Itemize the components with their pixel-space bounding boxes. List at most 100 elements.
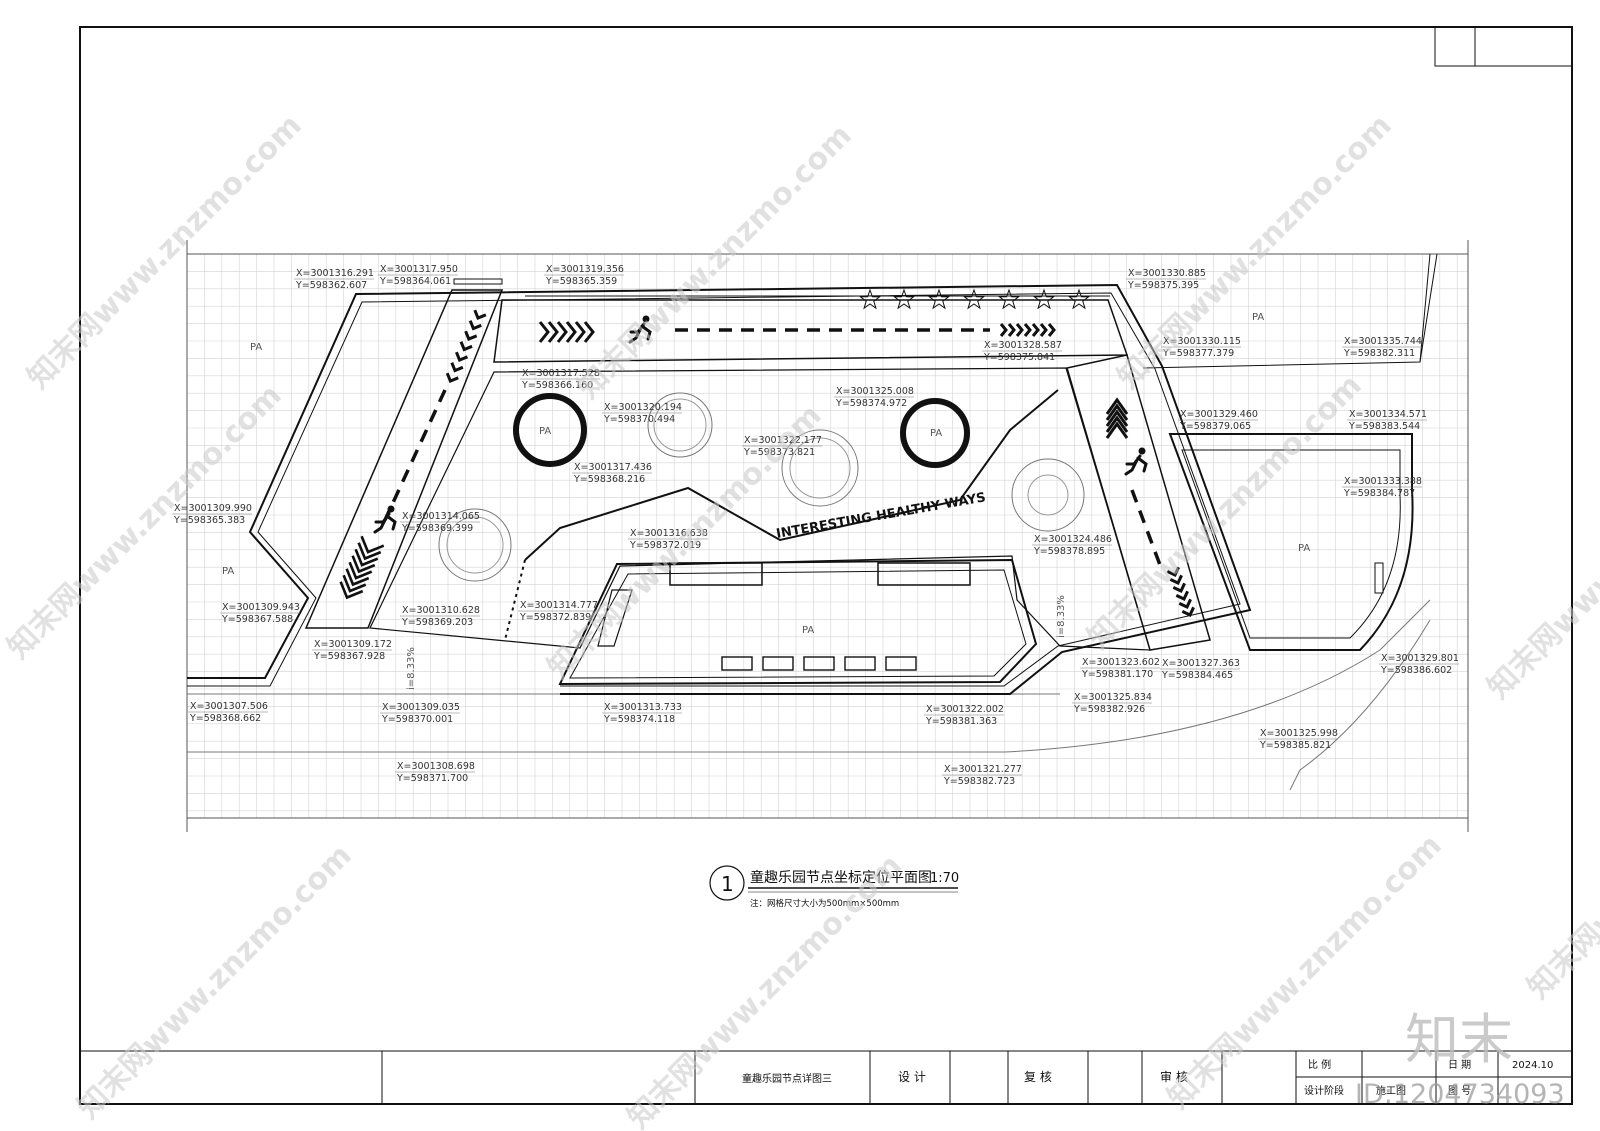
coordinate-x: X=3001325.008 — [836, 386, 914, 397]
chevron-mark — [1007, 323, 1016, 337]
chevron-mark — [1105, 409, 1129, 427]
coordinate-x: X=3001321.277 — [944, 764, 1022, 775]
coordinate-x: X=3001317.528 — [522, 368, 600, 379]
coordinate-x: X=3001323.602 — [1082, 657, 1160, 668]
chevron-mark — [354, 548, 379, 567]
coordinate-x: X=3001333.388 — [1344, 476, 1422, 487]
title-block — [80, 1050, 1572, 1104]
chevron-mark — [473, 309, 487, 320]
banner-text: INTERESTING HEALTHY WAYS — [775, 490, 987, 542]
coordinate-y: Y=598372.839 — [519, 612, 591, 623]
stair-ramp — [597, 589, 633, 647]
coordinate-x: X=3001334.571 — [1349, 409, 1427, 420]
bench-2 — [877, 562, 971, 586]
chevron-mark — [445, 372, 459, 383]
plan-title: 童趣乐园节点坐标定位平面图 — [750, 869, 932, 886]
watermark-text: 知末网www.znzmo.com — [621, 848, 909, 1131]
chevron-mark — [1175, 590, 1189, 601]
coordinate-x: X=3001309.990 — [174, 503, 252, 514]
outer-frame — [79, 26, 1573, 1105]
star-ornament — [963, 288, 985, 310]
coordinate-y: Y=598365.359 — [545, 276, 617, 287]
chevron-mark — [1105, 403, 1129, 421]
stepping-pad — [844, 656, 876, 671]
pa-label: PA — [539, 426, 551, 437]
chevron-markings — [339, 309, 1195, 617]
chevron-mark — [464, 330, 478, 341]
coordinate-x: X=3001316.638 — [630, 528, 708, 539]
coordinate-y: Y=598370.001 — [381, 714, 453, 725]
coordinate-y: Y=598382.926 — [1073, 704, 1145, 715]
pa-label: PA — [1298, 543, 1310, 554]
coordinate-y: Y=598384.787 — [1343, 488, 1415, 499]
stepping-pads — [721, 656, 917, 671]
coordinate-y: Y=598365.383 — [173, 515, 245, 526]
coordinate-x: X=3001309.035 — [382, 702, 460, 713]
coordinate-y: Y=598375.395 — [1127, 280, 1199, 291]
ring-left — [513, 393, 587, 467]
coordinate-y: Y=598385.821 — [1259, 740, 1331, 751]
title-stage-value: 施工图 — [1376, 1084, 1406, 1097]
chevron-mark — [583, 321, 595, 343]
chevron-mark — [574, 321, 586, 343]
chevron-mark — [1166, 566, 1180, 577]
slope-label-right: i=8.33% — [1056, 595, 1067, 638]
coordinate-y: Y=598366.160 — [521, 380, 593, 391]
dash-left — [383, 389, 447, 521]
coordinate-y: Y=598369.399 — [401, 523, 473, 534]
title-stage-label: 设计阶段 — [1304, 1084, 1344, 1097]
stepping-pad — [885, 656, 917, 671]
coordinate-y: Y=598379.065 — [1179, 421, 1251, 432]
chevron-mark — [1169, 574, 1183, 585]
chevron-mark — [459, 341, 473, 352]
dash-right — [1130, 489, 1162, 566]
chevron-mark — [565, 321, 577, 343]
coordinate-y: Y=598364.061 — [379, 276, 451, 287]
coordinate-x: X=3001308.698 — [397, 761, 475, 772]
sunken-area-inner — [569, 569, 1027, 679]
chevron-mark — [1105, 415, 1129, 433]
watermark-text: 知末网www.znzmo.com — [1481, 418, 1600, 706]
title-approve-label: 审 核 — [1160, 1069, 1188, 1084]
chevron-mark — [1105, 421, 1129, 439]
coordinate-y: Y=598368.662 — [189, 713, 261, 724]
central-plaza — [369, 367, 1151, 651]
coordinate-y: Y=598375.841 — [983, 352, 1055, 363]
coordinate-x: X=3001309.943 — [222, 602, 300, 613]
title-date-value: 2024.10 — [1512, 1060, 1553, 1071]
tree-2 — [781, 429, 859, 507]
watermark-id: ID:1204734093 — [1355, 1079, 1565, 1110]
ring-right — [900, 398, 970, 468]
coordinate-y: Y=598381.170 — [1081, 669, 1153, 680]
pa-label: PA — [250, 342, 262, 353]
chevron-mark — [1023, 323, 1032, 337]
coordinate-y: Y=598382.723 — [943, 776, 1015, 787]
coordinate-y: Y=598367.928 — [313, 651, 385, 662]
chevron-mark — [1047, 323, 1056, 337]
chevron-mark — [345, 568, 370, 587]
title-scale-label: 比 例 — [1308, 1058, 1331, 1071]
coordinate-x: X=3001335.744 — [1344, 336, 1422, 347]
coordinate-x: X=3001314.777 — [520, 600, 598, 611]
chevron-mark — [1015, 323, 1024, 337]
star-ornament — [893, 288, 915, 310]
chevron-mark — [360, 535, 385, 554]
bench-1 — [669, 562, 763, 586]
coordinate-x: X=3001324.486 — [1034, 534, 1112, 545]
title-review-label: 复 核 — [1024, 1070, 1052, 1084]
coordinate-y: Y=598374.972 — [835, 398, 907, 409]
coordinate-x: X=3001319.356 — [546, 264, 624, 275]
tree-3 — [438, 508, 512, 582]
coordinate-x: X=3001327.363 — [1162, 658, 1240, 669]
tree-1 — [647, 392, 713, 458]
runner-icon — [373, 505, 397, 534]
lower-road-edge-2 — [187, 599, 1431, 753]
runner-icon — [1124, 447, 1148, 476]
pa-label: PA — [802, 625, 814, 636]
curve-road — [1289, 619, 1431, 791]
coordinate-x: X=3001328.587 — [984, 340, 1062, 351]
chevron-mark — [455, 351, 469, 362]
coordinate-labels: X=3001316.291Y=598362.607X=3001317.950Y=… — [172, 264, 1459, 787]
